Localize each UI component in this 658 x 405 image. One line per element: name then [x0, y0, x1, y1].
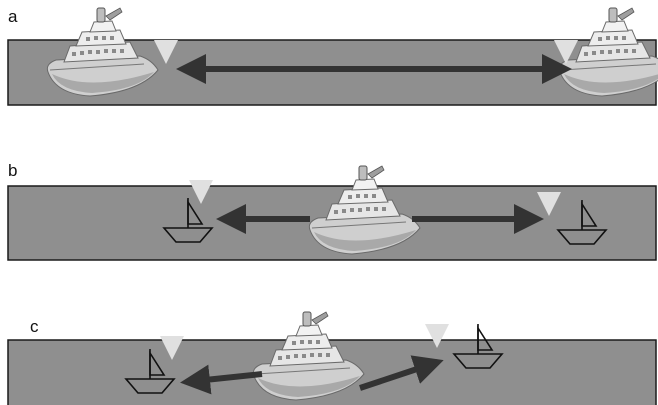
panel-label-b: b [8, 161, 17, 180]
panel-a: a [7, 7, 658, 106]
arrow-left [180, 364, 263, 395]
panel-c: c [7, 311, 657, 405]
panel-label-a: a [8, 7, 18, 26]
panel-label-c: c [30, 317, 39, 336]
panel-b: b [7, 161, 657, 261]
arrow-right [359, 355, 444, 391]
